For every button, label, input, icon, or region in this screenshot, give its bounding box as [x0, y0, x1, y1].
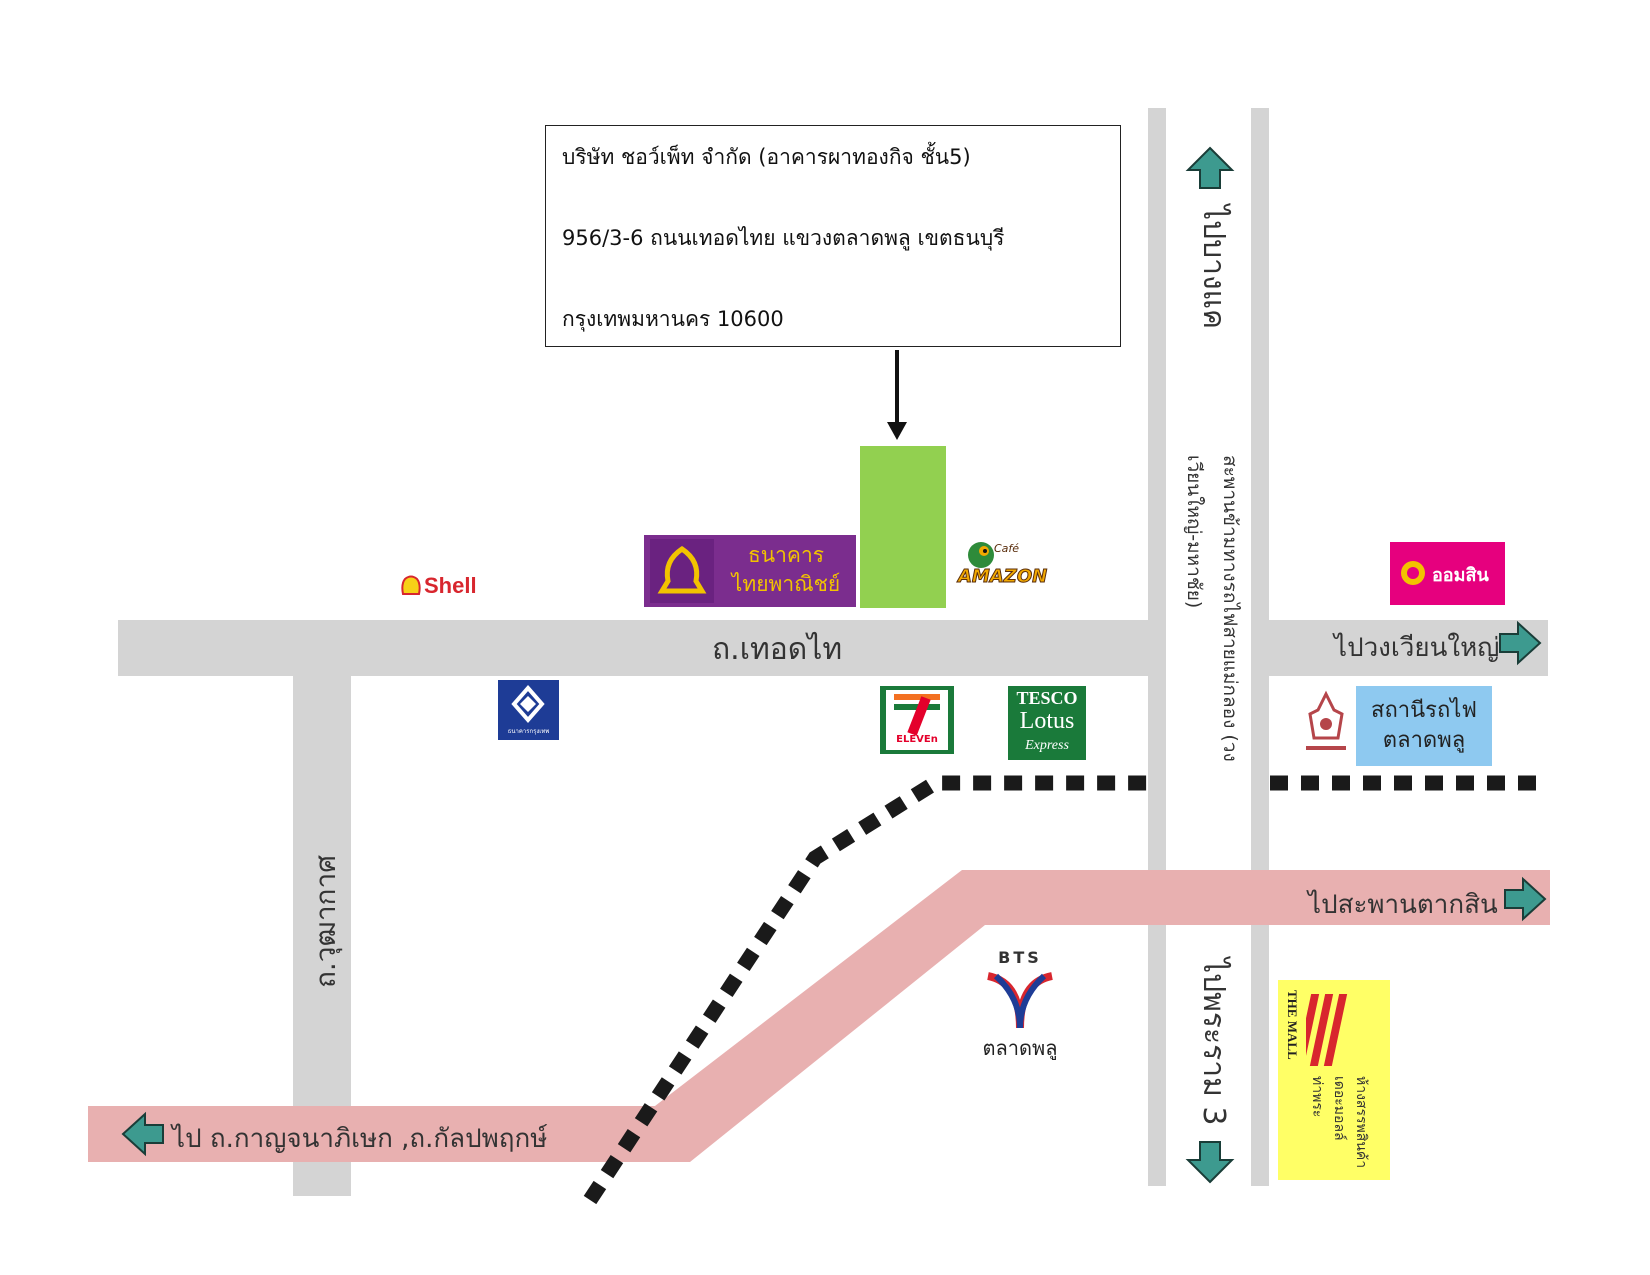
shell-logo: Shell	[400, 573, 490, 600]
seven-eleven-logo: ELEVEn	[880, 686, 954, 754]
bts-symbol-icon	[987, 972, 1053, 1029]
the-mall-th: ห้างสรรพสินค้า เดอะมอลล์ ท่าพระ	[1309, 1076, 1369, 1169]
label-to-kanchanaphisek: ไป ถ.กาญจนาภิเษก ,ถ.กัลปพฤกษ์	[172, 1124, 548, 1154]
express-text: Express	[1025, 738, 1069, 753]
lotus-text: Lotus	[1019, 708, 1075, 734]
road-thoet-thai	[118, 620, 1148, 676]
address-company: บริษัท ชอว์เพ็ท จำกัด (อาคารผาทองกิจ ชั้…	[562, 145, 971, 169]
railway-station-box: สถานีรถไฟ ตลาดพลู	[1356, 686, 1492, 766]
amazon-parrot-icon	[968, 542, 994, 568]
label-to-wongwian-yai: ไปวงเวียนใหญ่	[1334, 633, 1500, 663]
the-mall-en: THE MALL	[1285, 990, 1300, 1060]
amazon-cafe-text: Café	[994, 542, 1020, 555]
railway-track-diagonal	[583, 775, 1148, 1205]
label-wutthakat: ถ.วุฒากาศ	[309, 855, 342, 989]
arrow-right-icon-wongwian	[1499, 620, 1542, 666]
railway-station-name: สถานีรถไฟ ตลาดพลู	[1371, 698, 1477, 753]
gsb-text: ออมสิน	[1432, 565, 1489, 586]
scb-logo: ธนาคาร ไทยพาณิชย์	[644, 535, 856, 607]
gsb-emblem-icon	[1401, 561, 1425, 585]
bts-logo: BTS ตลาดพลู	[980, 948, 1060, 1060]
address-city: กรุงเทพมหานคร 10600	[562, 307, 784, 331]
bts-station-name: ตลาดพลู	[982, 1036, 1058, 1060]
cafe-amazon-logo: Café AMAZON	[952, 538, 1048, 594]
address-street: 956/3-6 ถนนเทอดไทย แขวงตลาดพลู เขตธนบุรี	[562, 226, 1005, 250]
address-box: บริษัท ชอว์เพ็ท จำกัด (อาคารผาทองกิจ ชั้…	[545, 125, 1121, 347]
arrow-right-icon-taksin	[1504, 876, 1547, 922]
bts-text: BTS	[998, 948, 1042, 967]
bbl-lotus-icon	[511, 684, 545, 724]
label-thoet-thai: ถ.เทอดไท	[712, 632, 843, 667]
the-mall-m-icon	[1306, 994, 1348, 1066]
srt-emblem-icon	[1306, 690, 1346, 750]
road-pink	[88, 870, 1550, 1162]
label-to-phra-ram-3: ไปพระราม 3	[1196, 958, 1231, 1126]
arrow-down-icon	[1185, 1141, 1235, 1184]
pointer-arrowhead	[887, 422, 907, 440]
shell-text: Shell	[424, 573, 477, 598]
seven-eleven-text: ELEVEn	[896, 734, 938, 745]
arrow-left-icon-kanchana	[121, 1111, 164, 1157]
label-to-taksin-bridge: ไปสะพานตากสิน	[1308, 890, 1498, 920]
label-to-bang-khae: ไปบางแค	[1196, 205, 1231, 330]
arrow-up-icon	[1185, 146, 1235, 189]
bbl-text: ธนาคารกรุงเทพ	[507, 728, 550, 735]
tesco-text: TESCO	[1016, 688, 1078, 708]
seven-icon	[894, 694, 940, 736]
tesco-lotus-logo: TESCO Lotus Express	[1008, 686, 1086, 760]
gsb-logo: ออมสิน	[1390, 542, 1505, 605]
shell-icon	[401, 575, 421, 595]
scb-name: ธนาคาร ไทยพาณิชย์	[731, 543, 841, 596]
scb-icon	[650, 539, 714, 603]
srt-emblem	[1296, 690, 1356, 760]
amazon-text: AMAZON	[957, 566, 1048, 588]
label-overpass: สะพานข้ามทางรถไฟสายแม่กลอง (วงเวียนใหญ่-…	[1183, 455, 1241, 762]
bbl-logo: ธนาคารกรุงเทพ	[498, 680, 559, 740]
the-mall-logo: THE MALL ห้างสรรพสินค้า เดอะมอลล์ ท่าพระ	[1278, 980, 1390, 1180]
target-building	[860, 446, 946, 608]
